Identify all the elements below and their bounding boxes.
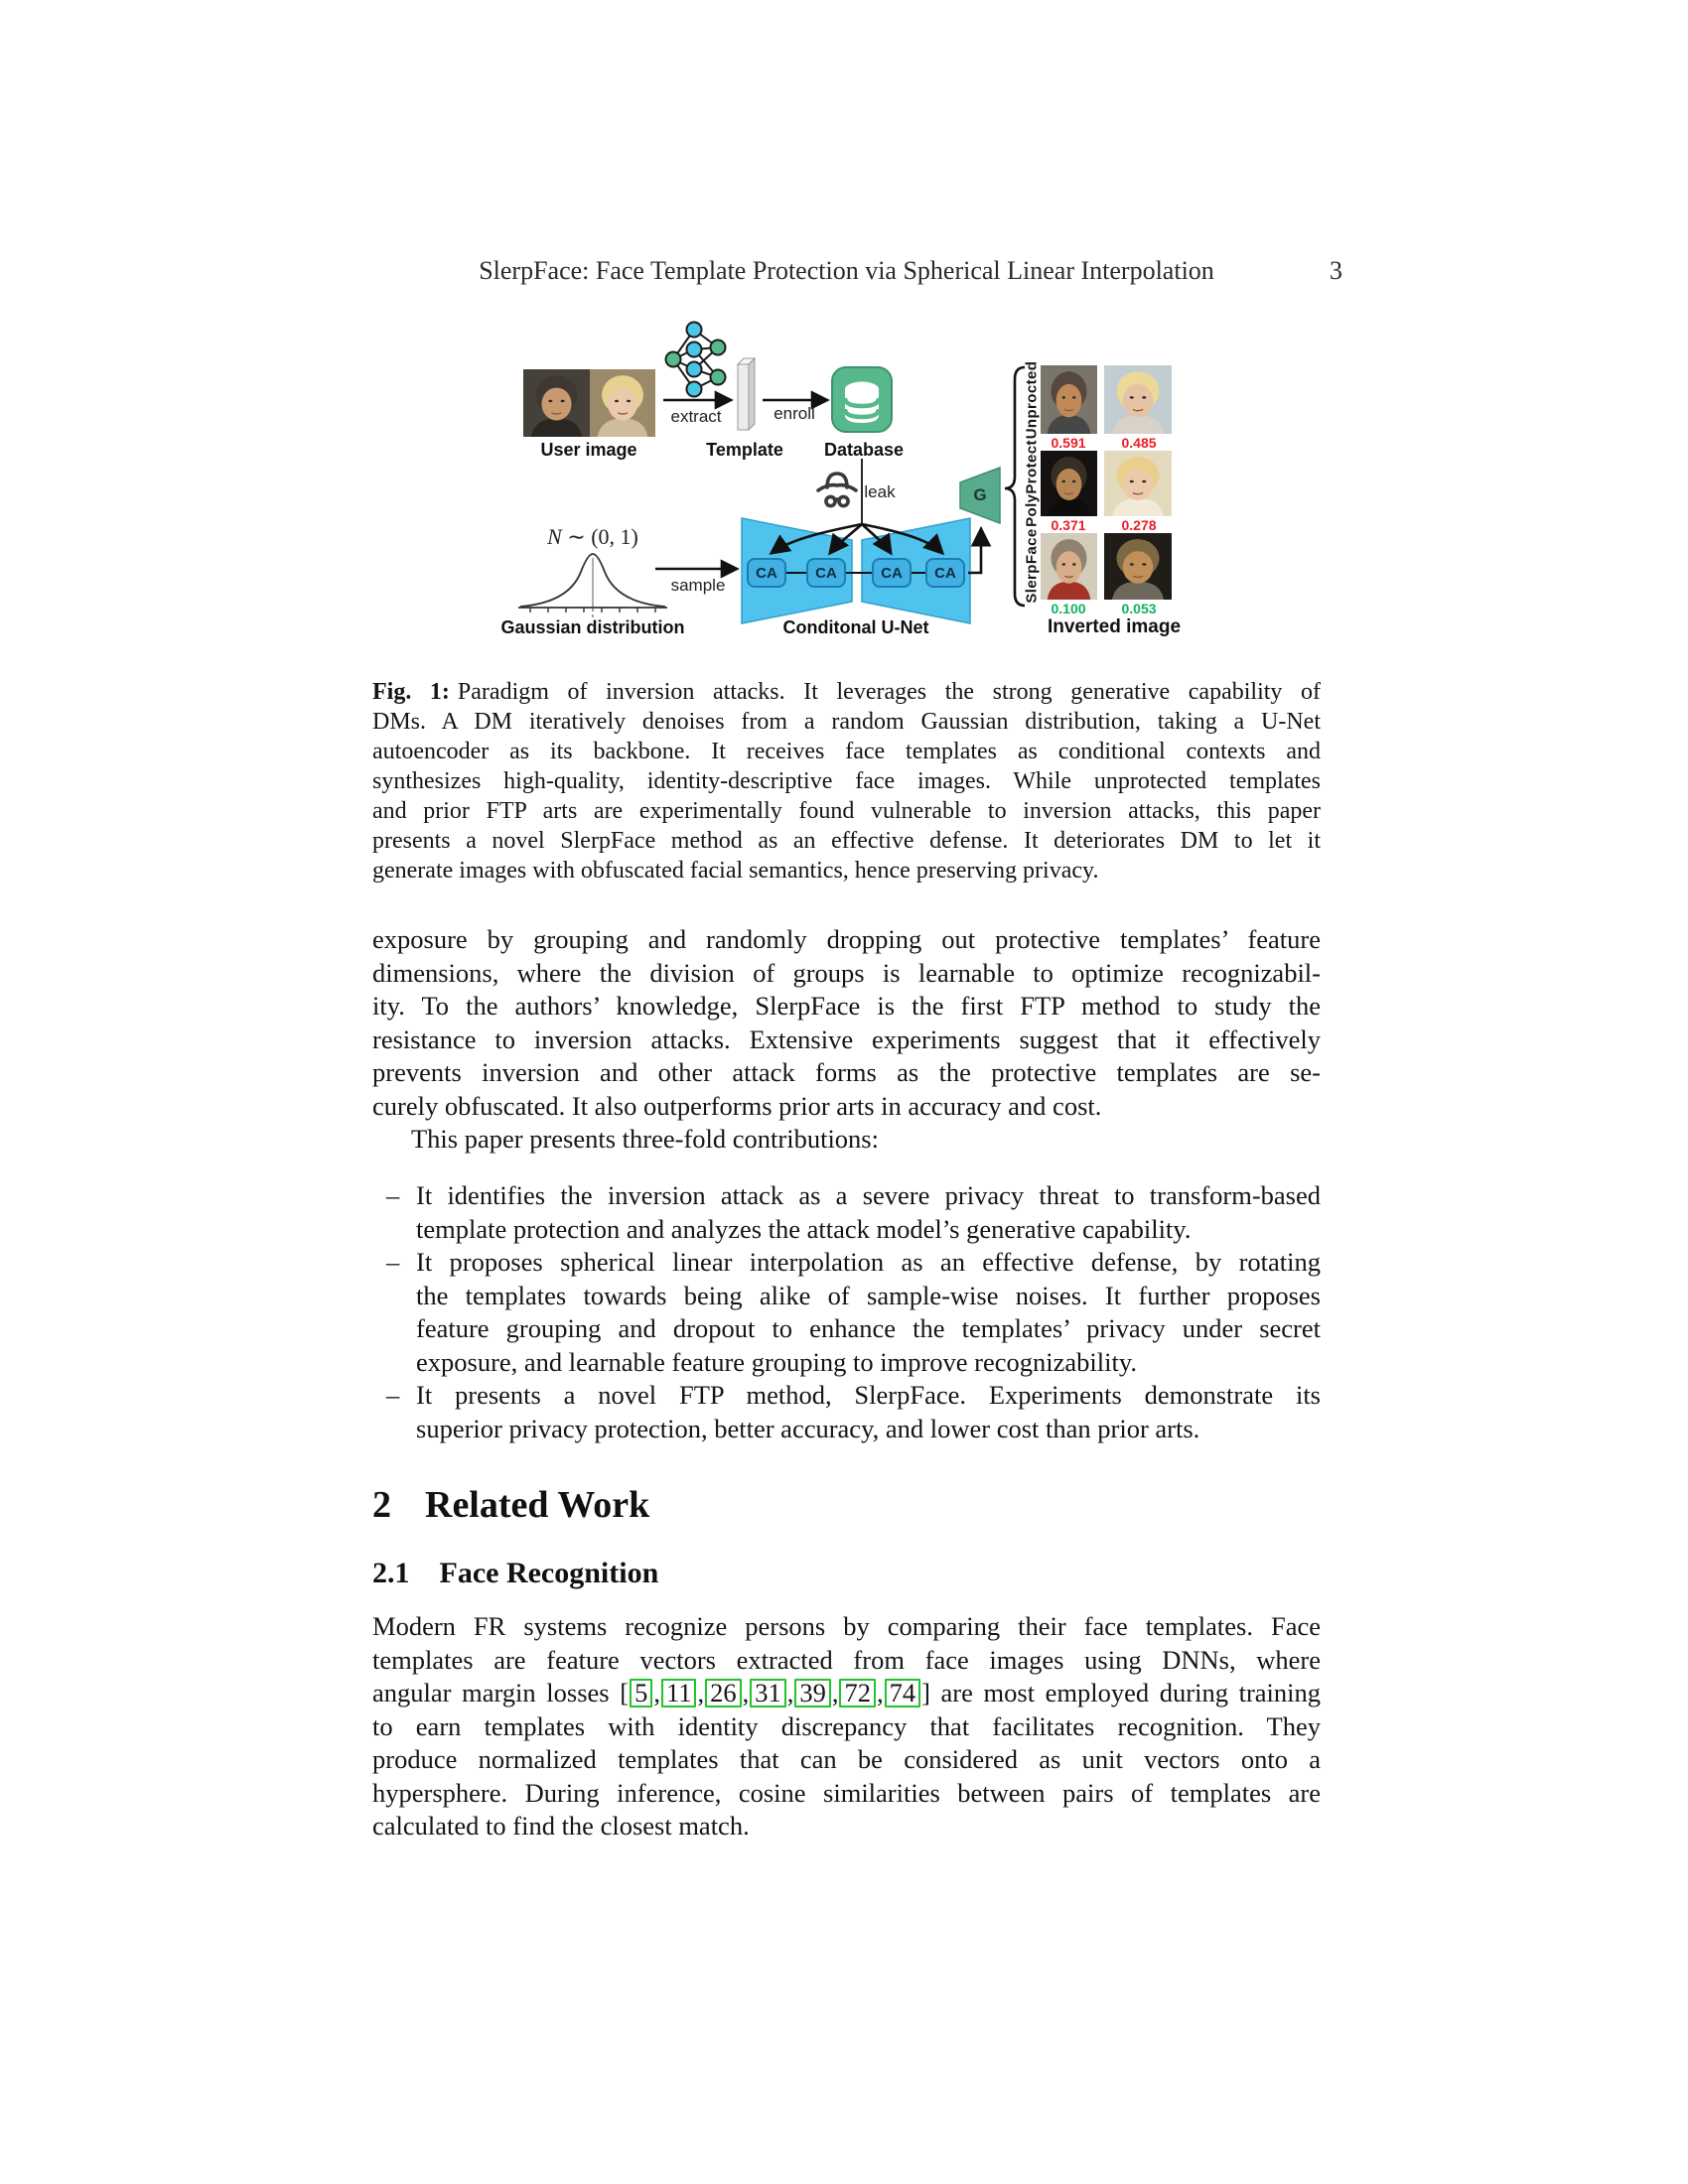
user-image-photo [523,369,590,437]
spy-icon [816,472,858,508]
sample-label: sample [670,576,726,595]
similarity-value: 0.278 [1121,517,1157,533]
similarity-value: 0.485 [1121,435,1157,451]
section-heading: 2 Related Work [372,1483,1321,1527]
inverted-face-photo [1041,533,1097,600]
generator-label: G [973,485,987,504]
inverted-face-photo [1041,451,1097,516]
inverted-face-photo [1041,365,1097,434]
leak-label: leak [864,482,896,501]
bullet-marker: – [386,1247,400,1277]
caption-prefix: Fig. 1: [372,679,450,705]
citation-link[interactable]: 39 [794,1679,831,1707]
citation-link[interactable]: 31 [750,1679,786,1707]
enroll-label: enroll [774,404,815,423]
cross-attention-block: CA [872,558,912,588]
gaussian-label: Gaussian distribution [500,617,685,637]
bullet-marker: – [386,1380,400,1410]
bullet-marker: – [386,1180,400,1210]
citation-link[interactable]: 26 [705,1679,742,1707]
generator-shape [959,466,1001,525]
citation-link[interactable]: 11 [660,1679,697,1707]
extract-label: extract [670,407,722,426]
neural-network-icon [664,321,727,398]
section-number: 2 [372,1484,391,1526]
subsection-number: 2.1 [372,1557,410,1589]
output-brace [1004,365,1026,608]
template-icon [736,356,757,432]
inverted-image-label: Inverted image [1047,616,1182,637]
cross-attention-block: CA [925,558,965,588]
gaussian-curve-icon [518,553,667,617]
list-item: –It proposes spherical linear interpolat… [386,1247,1321,1377]
condition-arrows [769,522,945,556]
paragraph-contributions-intro: exposure by grouping and randomly droppi… [372,924,1321,1154]
citation-group: [5,11,26,31,39,72,74] [620,1678,930,1707]
cross-attention-block: CA [806,558,846,588]
unet-to-generator-arrow [968,525,992,575]
citation-link[interactable]: 5 [630,1679,653,1707]
inverted-face-photo [1104,533,1172,600]
similarity-value: 0.100 [1051,601,1086,616]
cross-attention-block: CA [747,558,786,588]
database-label: Database [823,440,905,460]
subsection-title: Face Recognition [439,1557,659,1589]
citation-link[interactable]: 74 [884,1679,921,1707]
citation-link[interactable]: 72 [839,1679,876,1707]
figure-caption: Fig. 1:Paradigm of inversion attacks. It… [372,679,1321,884]
subsection-heading: 2.1 Face Recognition [372,1557,1321,1590]
list-item: –It identifies the inversion attack as a… [386,1180,1321,1244]
list-item: –It presents a novel FTP method, SlerpFa… [386,1380,1321,1443]
row-label-polyprotect: PolyProtect [1023,440,1041,527]
citation-line: angular margin losses [5,11,26,31,39,72,… [372,1678,1322,1707]
inverted-face-photo [1104,365,1172,434]
user-image-photo [590,369,655,437]
contributions-list: –It identifies the inversion attack as a… [372,1179,1321,1445]
user-image-label: User image [540,440,637,460]
row-label-unprotected: Unprocted [1023,360,1041,440]
similarity-value: 0.371 [1051,517,1086,533]
figure-diagram-canvas [518,321,1026,624]
similarity-value: 0.591 [1051,435,1086,451]
gaussian-formula: N ∼ (0, 1) [547,524,638,549]
paragraph-face-recognition: Modern FR systems recognize persons by c… [372,1611,1322,1841]
inverted-face-photo [1104,451,1172,516]
database-icon [831,366,893,433]
unet-label: Conditonal U-Net [782,617,929,637]
similarity-value: 0.053 [1121,601,1157,616]
template-label: Template [706,440,783,460]
page-number: 3 [1330,256,1342,285]
running-title: SlerpFace: Face Template Protection via … [479,256,1214,285]
row-label-slerpface: SlerpFace [1023,528,1041,604]
section-title: Related Work [425,1484,650,1526]
